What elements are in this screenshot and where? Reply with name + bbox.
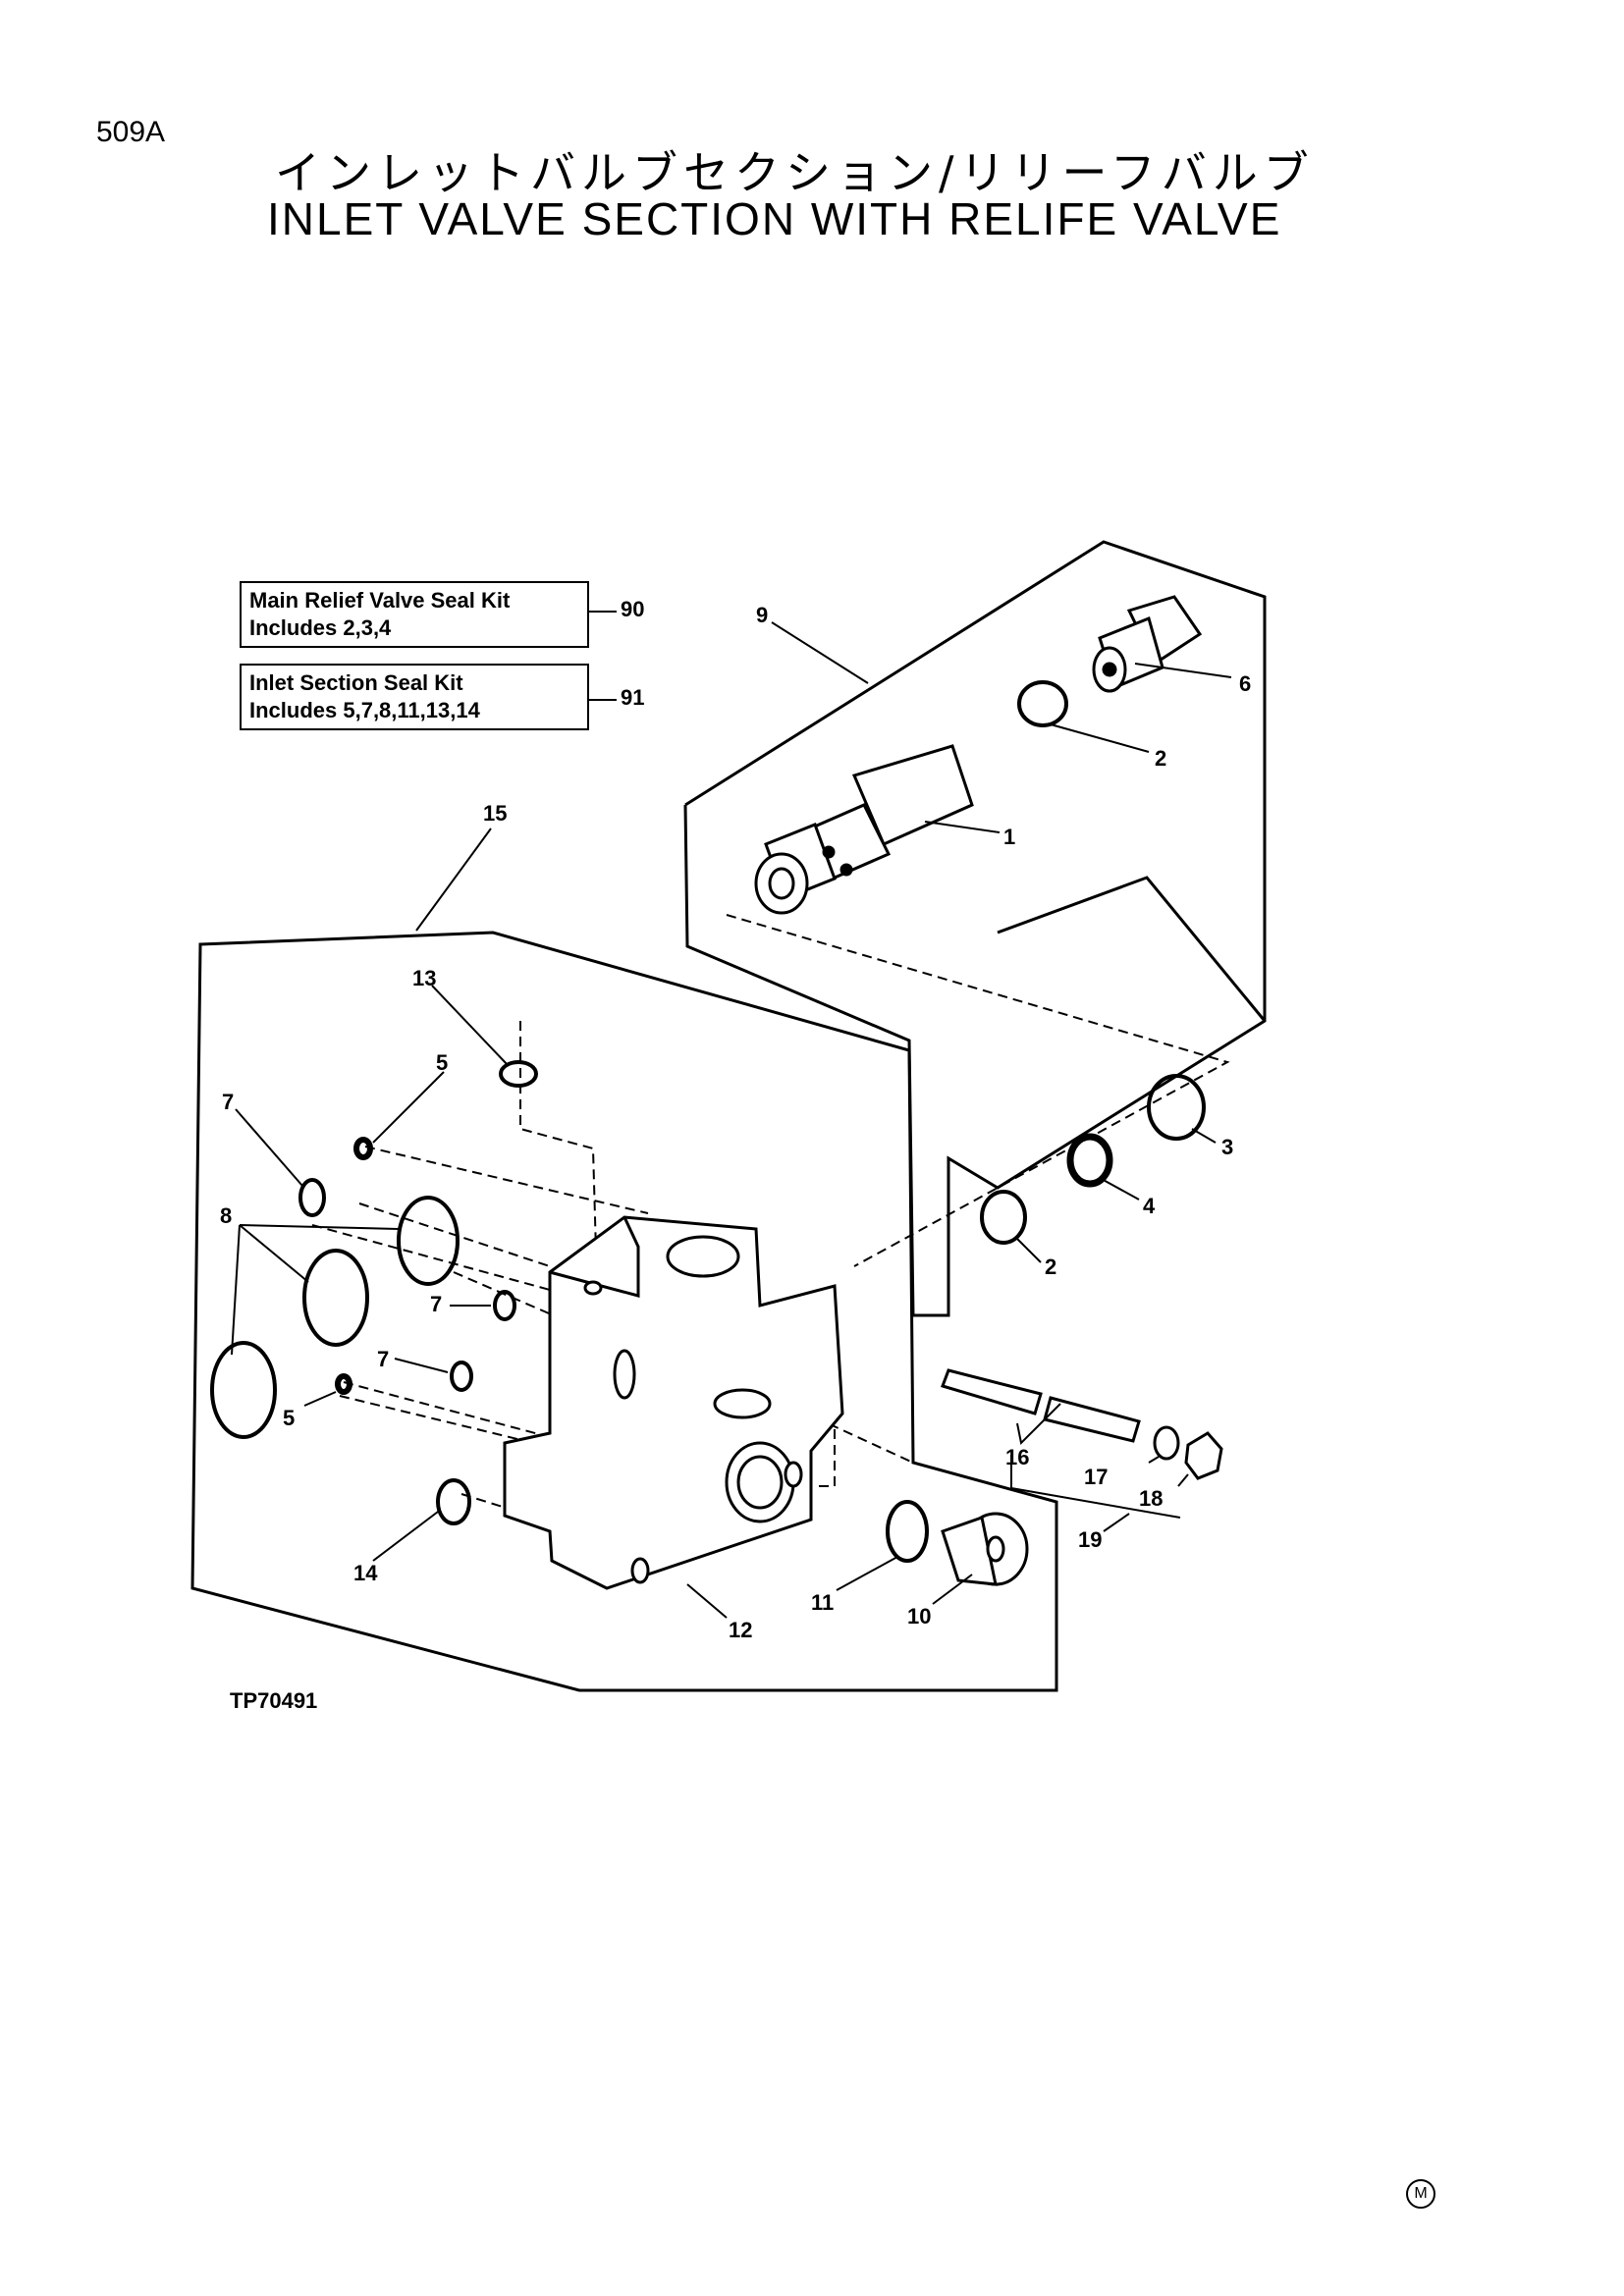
callout-7-low: 7 <box>377 1347 389 1371</box>
seal-11 <box>886 1500 929 1563</box>
callout-3: 3 <box>1221 1135 1233 1159</box>
registered-mark: M <box>1406 2179 1435 2209</box>
kit-number-90: 90 <box>621 597 645 621</box>
callout-8: 8 <box>220 1203 232 1228</box>
callout-18: 18 <box>1139 1486 1163 1511</box>
o-rings <box>980 680 1206 1245</box>
callout-14: 14 <box>353 1561 378 1585</box>
relief-valve-group-outline <box>683 540 1267 1317</box>
inlet-section-body <box>503 1215 844 1590</box>
kit-number-91: 91 <box>621 685 645 710</box>
kit-line2: Includes 2,3,4 <box>249 615 392 640</box>
seals <box>210 1060 929 1563</box>
callout-10: 10 <box>907 1604 931 1629</box>
page-code: 509A <box>96 116 166 148</box>
kit-line1: Main Relief Valve Seal Kit <box>249 588 511 613</box>
callout-16: 16 <box>1005 1445 1029 1469</box>
seal-5-top <box>353 1137 373 1160</box>
inlet-section-outline <box>190 931 1058 1692</box>
stud-assembly <box>941 1368 1223 1480</box>
callout-15: 15 <box>483 801 507 826</box>
callout-7-mid: 7 <box>430 1292 442 1316</box>
kit-box-inlet-section: Inlet Section Seal Kit Includes 5,7,8,11… <box>240 664 589 730</box>
seal-7-low <box>450 1361 473 1392</box>
seal-8-b <box>302 1249 369 1347</box>
kit-box-main-relief: Main Relief Valve Seal Kit Includes 2,3,… <box>240 581 589 648</box>
o-ring-2-lower <box>980 1190 1027 1245</box>
seal-7-mid <box>493 1290 516 1321</box>
seal-5-low <box>335 1373 352 1395</box>
kit-leader <box>587 699 617 701</box>
callout-6: 6 <box>1239 671 1251 696</box>
seal-7-top <box>298 1178 326 1217</box>
title-japanese: インレットバルブセクション/リリーフバルブ <box>275 146 1315 199</box>
title-english: INLET VALVE SECTION WITH RELIFE VALVE <box>267 193 1282 244</box>
plug-10 <box>941 1512 1029 1586</box>
relief-valve-cartridge <box>754 744 974 915</box>
kit-line2: Includes 5,7,8,11,13,14 <box>249 698 480 722</box>
seal-8-c <box>210 1341 277 1439</box>
callout-2-lower: 2 <box>1045 1255 1056 1279</box>
callout-4: 4 <box>1143 1194 1156 1218</box>
callout-9: 9 <box>756 603 768 627</box>
callout-7-top: 7 <box>222 1090 234 1114</box>
callout-11: 11 <box>811 1590 834 1615</box>
o-ring-2-top <box>1017 680 1068 727</box>
seal-8-a <box>397 1196 460 1286</box>
relief-plug <box>1092 595 1203 693</box>
callout-12: 12 <box>729 1618 752 1642</box>
o-ring-3 <box>1147 1074 1206 1141</box>
callout-19: 19 <box>1078 1527 1102 1552</box>
kit-leader <box>587 611 617 613</box>
washer-17 <box>1153 1425 1180 1461</box>
seal-13 <box>499 1060 538 1088</box>
relief-valve-inner-step <box>997 876 1267 1022</box>
callout-5-low: 5 <box>283 1406 295 1430</box>
callout-13: 13 <box>412 966 436 990</box>
kit-line1: Inlet Section Seal Kit <box>249 670 463 695</box>
callout-17: 17 <box>1084 1465 1108 1489</box>
callout-2-top: 2 <box>1155 746 1166 771</box>
callout-1: 1 <box>1003 825 1015 849</box>
seal-14 <box>436 1478 471 1525</box>
figure-code: TP70491 <box>230 1688 318 1713</box>
nut-18 <box>1184 1431 1223 1480</box>
callout-5-top: 5 <box>436 1050 448 1075</box>
